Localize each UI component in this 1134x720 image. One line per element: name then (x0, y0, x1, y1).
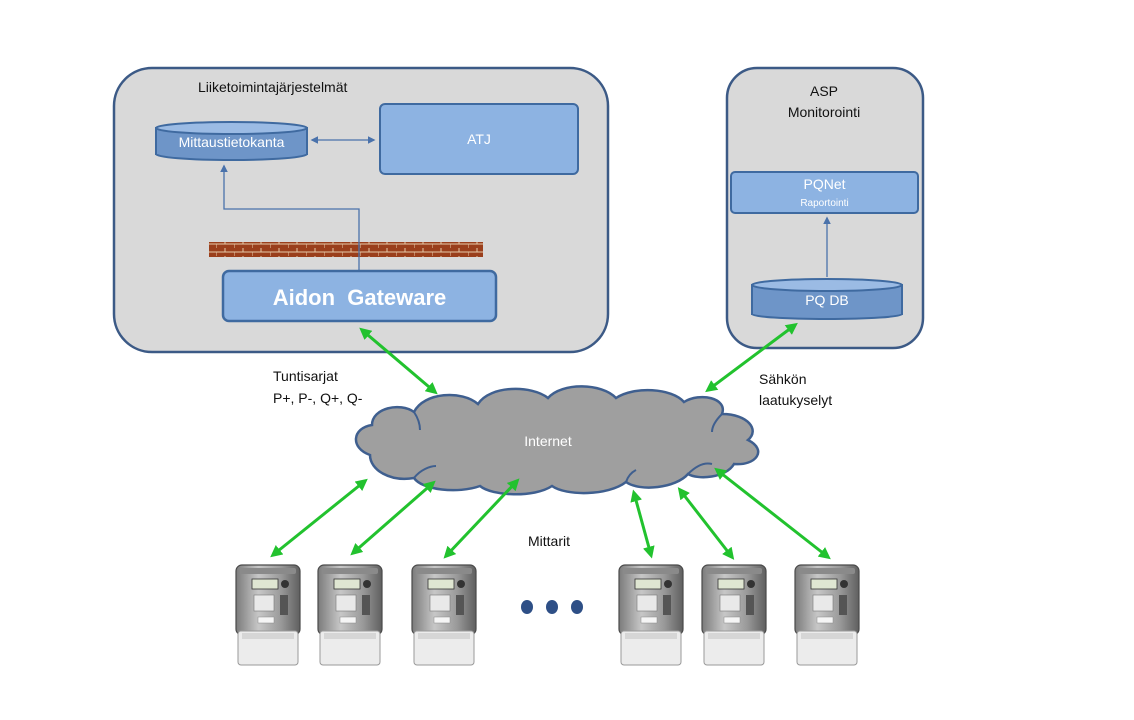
business-systems-title: Liiketoimintajärjestelmät (198, 79, 348, 95)
meter-link-4 (630, 489, 655, 559)
meter-link-1 (270, 478, 368, 558)
left-link-line1: Tuntisarjat (273, 368, 338, 384)
ellipsis-dot (546, 600, 558, 614)
internet-cloud: Internet (354, 385, 760, 496)
ellipsis-dot (571, 600, 583, 614)
pqnet-subtitle: Raportointi (800, 198, 848, 209)
gateway-box: Aidon Gateware (221, 269, 498, 323)
measurement-database-label: Mittaustietokanta (179, 134, 285, 150)
network-links (270, 322, 831, 560)
ellipsis-dot (521, 600, 533, 614)
electricity-meter-1 (235, 564, 301, 666)
measurement-database-cylinder: Mittaustietokanta (155, 121, 308, 161)
right-link-line2: laatukyselyt (759, 392, 832, 408)
meter-link-5 (677, 487, 735, 560)
meter-link-6 (714, 467, 831, 560)
right-link-label: Sähkön laatukyselyt (759, 371, 832, 408)
ellipsis-dots (521, 600, 583, 614)
asp-subtitle: Monitorointi (788, 104, 860, 120)
meter-link-2 (350, 480, 436, 556)
meter-link-3 (443, 478, 520, 559)
electricity-meter-3 (411, 564, 477, 666)
pqnet-title: PQNet (803, 176, 845, 192)
left-link-line2: P+, P-, Q+, Q- (273, 390, 363, 406)
gateway-internet-link (359, 327, 438, 395)
asp-panel: ASP Monitorointi PQNet Raportointi PQ DB (725, 66, 925, 350)
business-systems-panel: Liiketoimintajärjestelmät Mittaustietoka… (112, 66, 610, 354)
electricity-meter-2 (317, 564, 383, 666)
firewall (209, 242, 483, 257)
gateway-label: Aidon Gateware (273, 285, 447, 310)
meters-group (235, 564, 860, 666)
asp-internet-link (705, 322, 798, 393)
asp-title: ASP (810, 83, 838, 99)
meters-label: Mittarit (528, 533, 570, 549)
atj-label: ATJ (467, 131, 491, 147)
electricity-meter-4 (618, 564, 684, 666)
atj-box: ATJ (379, 103, 579, 175)
right-link-line1: Sähkön (759, 371, 806, 387)
pqdb-cylinder: PQ DB (751, 278, 903, 320)
electricity-meter-5 (701, 564, 767, 666)
left-link-label: Tuntisarjat P+, P-, Q+, Q- (273, 368, 363, 406)
electricity-meter-6 (794, 564, 860, 666)
pqdb-label: PQ DB (805, 292, 849, 308)
pqnet-box: PQNet Raportointi (730, 171, 919, 214)
internet-label: Internet (524, 433, 572, 449)
gateway-db-connector (220, 164, 360, 270)
